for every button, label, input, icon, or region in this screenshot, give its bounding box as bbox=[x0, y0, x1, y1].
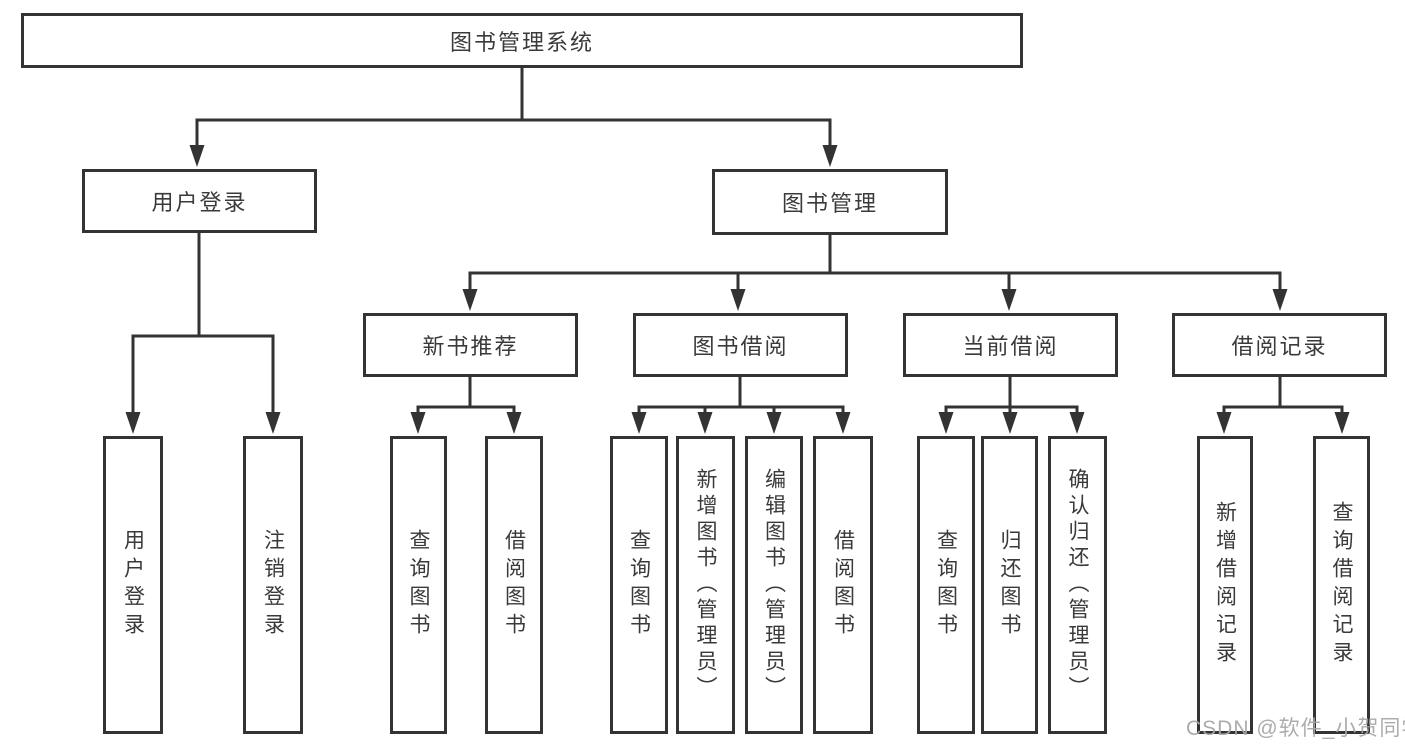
leaf-edit-books-admin: 编辑图书（管理员） bbox=[745, 436, 803, 734]
node-borrowing-records: 借阅记录 bbox=[1172, 313, 1387, 377]
connector-book-borrow-to-leaves bbox=[631, 375, 851, 434]
node-label: 查询图书 bbox=[407, 529, 431, 641]
connector-borrow-records-to-leaves bbox=[1216, 375, 1350, 434]
leaf-return-books: 归还图书 bbox=[981, 436, 1038, 734]
node-label: 查询借阅记录 bbox=[1330, 501, 1354, 669]
arrowhead-query-books-2 bbox=[631, 412, 647, 434]
connector-line bbox=[195, 67, 832, 152]
arrowhead-query-books-3 bbox=[938, 412, 954, 434]
connector-line bbox=[637, 375, 845, 418]
arrowhead-leaf-user-login bbox=[125, 412, 141, 434]
leaf-add-borrow-record: 新增借阅记录 bbox=[1197, 436, 1253, 734]
node-label: 用户登录 bbox=[121, 529, 145, 641]
arrowhead-query-books-1 bbox=[410, 412, 426, 434]
arrowhead-add-books bbox=[697, 412, 713, 434]
node-label: 归还图书 bbox=[998, 529, 1022, 641]
node-label: 查询图书 bbox=[934, 529, 958, 641]
connector-root-to-level2 bbox=[189, 67, 838, 167]
node-user-login: 用户登录 bbox=[82, 169, 317, 233]
node-label: 图书管理系统 bbox=[449, 29, 594, 55]
node-label: 借阅图书 bbox=[502, 529, 526, 641]
arrowhead-new-book-recommendation bbox=[462, 289, 478, 311]
arrowhead-edit-books bbox=[766, 412, 782, 434]
leaf-add-books-admin: 新增图书（管理员） bbox=[676, 436, 735, 734]
connector-user-login-to-leaves bbox=[125, 231, 281, 434]
node-label: 当前借阅 bbox=[962, 334, 1059, 359]
arrowhead-user-login bbox=[189, 145, 205, 167]
node-new-book-recommendation: 新书推荐 bbox=[363, 313, 578, 377]
connector-line bbox=[1222, 375, 1344, 418]
connector-current-borrow-to-leaves bbox=[938, 375, 1085, 434]
node-label: 新增借阅记录 bbox=[1213, 501, 1237, 669]
node-label: 用户登录 bbox=[151, 190, 248, 215]
connector-line bbox=[416, 375, 516, 418]
arrowhead-add-borrow-record bbox=[1216, 412, 1232, 434]
connector-book-management-to-level3 bbox=[462, 233, 1288, 311]
connector-line bbox=[944, 375, 1079, 418]
arrowhead-book-borrowing bbox=[730, 289, 746, 311]
arrowhead-book-management bbox=[822, 145, 838, 167]
node-label: 编辑图书（管理员） bbox=[762, 468, 786, 702]
csdn-watermark: CSDN @软件_小贺同学 bbox=[1186, 717, 1405, 740]
node-label: 借阅记录 bbox=[1231, 334, 1328, 359]
arrowhead-current-borrowing bbox=[1001, 289, 1017, 311]
arrowhead-borrow-books-2 bbox=[835, 412, 851, 434]
leaf-borrow-books-new-rec: 借阅图书 bbox=[485, 436, 543, 734]
node-label: 图书借阅 bbox=[692, 334, 789, 359]
node-label: 新增图书（管理员） bbox=[694, 468, 718, 702]
node-book-borrowing: 图书借阅 bbox=[633, 313, 848, 377]
leaf-borrow-books-borrowing: 借阅图书 bbox=[813, 436, 873, 734]
node-label: 查询图书 bbox=[627, 529, 651, 641]
leaf-query-books-borrowing: 查询图书 bbox=[610, 436, 668, 734]
leaf-query-books-current: 查询图书 bbox=[917, 436, 975, 734]
leaf-logout: 注销登录 bbox=[243, 436, 303, 734]
connector-line bbox=[468, 233, 1282, 295]
leaf-user-login: 用户登录 bbox=[103, 436, 163, 734]
node-label: 借阅图书 bbox=[831, 529, 855, 641]
node-library-management-system: 图书管理系统 bbox=[21, 13, 1023, 68]
arrowhead-borrowing-records bbox=[1272, 289, 1288, 311]
node-label: 确认归还（管理员） bbox=[1066, 468, 1090, 702]
node-current-borrowing: 当前借阅 bbox=[903, 313, 1118, 377]
leaf-query-borrow-record: 查询借阅记录 bbox=[1313, 436, 1370, 734]
leaf-query-books-new-rec: 查询图书 bbox=[390, 436, 447, 734]
arrowhead-return-books bbox=[1002, 412, 1018, 434]
arrowhead-borrow-books-1 bbox=[506, 412, 522, 434]
leaf-confirm-return-admin: 确认归还（管理员） bbox=[1048, 436, 1107, 734]
node-label: 新书推荐 bbox=[422, 334, 519, 359]
node-label: 注销登录 bbox=[261, 529, 285, 641]
connector-new-book-rec-to-leaves bbox=[410, 375, 522, 434]
node-label: 图书管理 bbox=[781, 191, 878, 216]
node-book-management: 图书管理 bbox=[712, 169, 948, 235]
connector-line bbox=[131, 231, 275, 418]
arrowhead-confirm-return bbox=[1069, 412, 1085, 434]
arrowhead-query-borrow-record bbox=[1334, 412, 1350, 434]
arrowhead-leaf-logout bbox=[265, 412, 281, 434]
